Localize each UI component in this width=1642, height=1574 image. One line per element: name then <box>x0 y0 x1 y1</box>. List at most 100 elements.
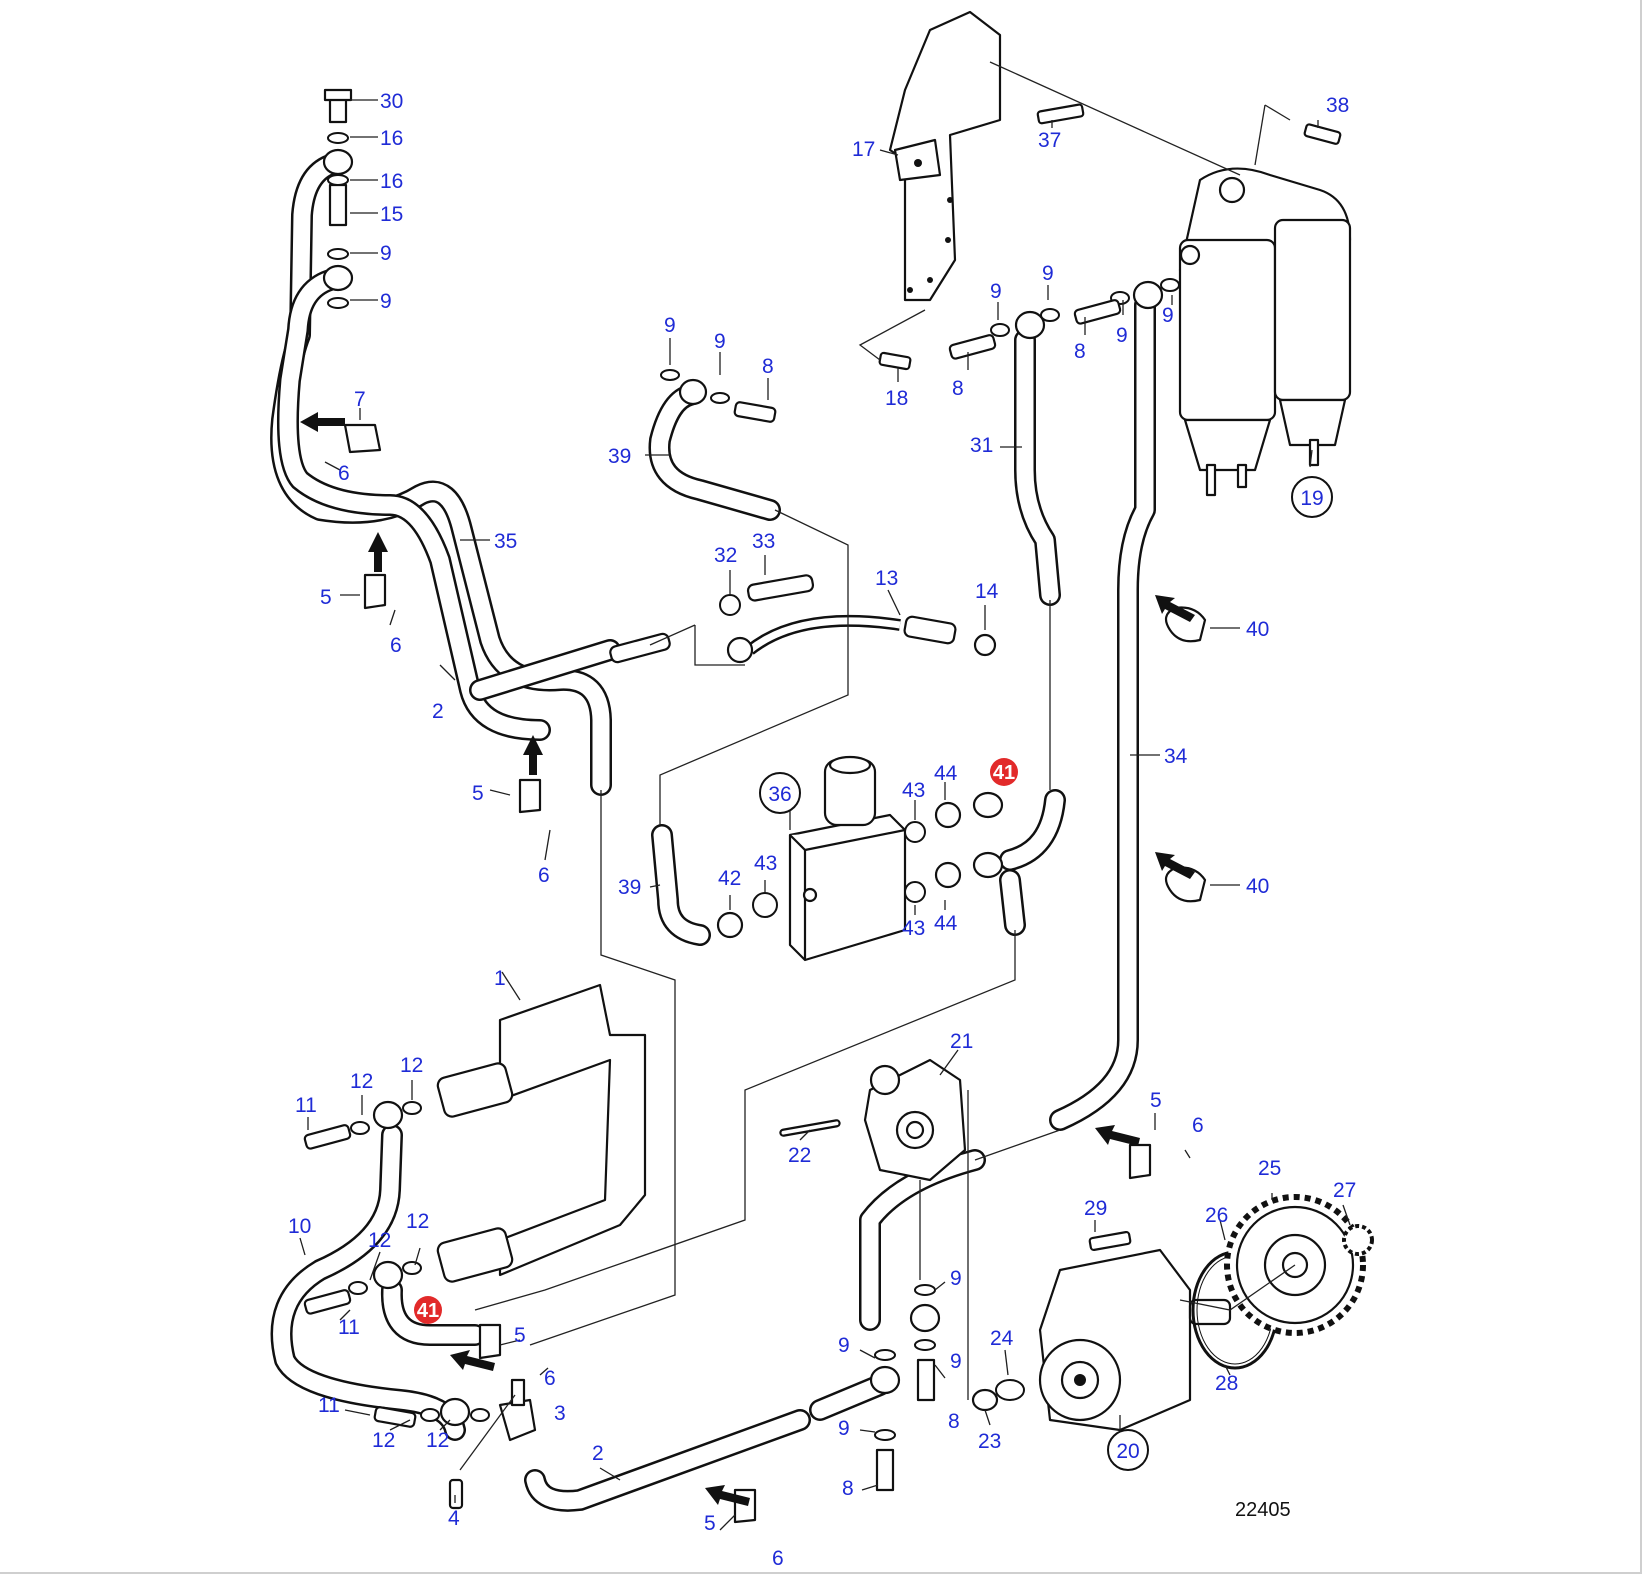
callout-12: 12 <box>400 1054 423 1077</box>
callout-9: 9 <box>380 242 392 265</box>
fittings <box>303 88 1342 1524</box>
callout-numbers: 30 16 16 15 9 9 7 6 35 5 6 2 5 6 9 9 8 3… <box>288 90 1356 1570</box>
callout-40: 40 <box>1246 618 1269 641</box>
callout-8: 8 <box>1074 340 1086 363</box>
svg-text:20: 20 <box>1116 1440 1139 1463</box>
callout-5: 5 <box>320 586 332 609</box>
callout-5: 5 <box>472 782 484 805</box>
svg-text:41: 41 <box>993 762 1015 784</box>
callout-24: 24 <box>990 1327 1014 1350</box>
callout-5: 5 <box>1150 1089 1162 1112</box>
callout-9: 9 <box>838 1417 850 1440</box>
callout-29: 29 <box>1084 1197 1107 1220</box>
callout-40: 40 <box>1246 875 1269 898</box>
callout-9: 9 <box>380 290 392 313</box>
callout-33: 33 <box>752 530 775 553</box>
svg-text:41: 41 <box>417 1300 439 1322</box>
callout-9: 9 <box>838 1334 850 1357</box>
callout-4: 4 <box>448 1507 460 1530</box>
callout-12: 12 <box>372 1429 395 1452</box>
callout-8: 8 <box>842 1477 854 1500</box>
callout-6: 6 <box>772 1547 784 1570</box>
callout-10: 10 <box>288 1215 311 1238</box>
callout-12: 12 <box>426 1429 449 1452</box>
callout-9: 9 <box>950 1267 962 1290</box>
callout-39: 39 <box>618 876 641 899</box>
callout-8: 8 <box>948 1410 960 1433</box>
callout-39: 39 <box>608 445 631 468</box>
callout-38: 38 <box>1326 94 1349 117</box>
callout-31: 31 <box>970 434 993 457</box>
callout-8: 8 <box>952 377 964 400</box>
callout-6: 6 <box>390 634 402 657</box>
callout-2: 2 <box>432 700 444 723</box>
callout-25: 25 <box>1258 1157 1281 1180</box>
callout-7: 7 <box>354 388 366 411</box>
callout-9: 9 <box>1162 304 1174 327</box>
callout-13: 13 <box>875 567 898 590</box>
badge-callout-41: 41 <box>990 758 1018 786</box>
callout-2: 2 <box>592 1442 604 1465</box>
callout-9: 9 <box>950 1350 962 1373</box>
callout-43: 43 <box>754 852 777 875</box>
callout-17: 17 <box>852 138 875 161</box>
callout-11: 11 <box>318 1394 340 1417</box>
pump-21 <box>863 1058 967 1182</box>
callout-12: 12 <box>368 1229 391 1252</box>
callout-42: 42 <box>718 867 741 890</box>
callout-6: 6 <box>1192 1114 1204 1137</box>
callout-1: 1 <box>494 967 506 990</box>
callout-12: 12 <box>406 1210 429 1233</box>
callout-8: 8 <box>762 355 774 378</box>
callout-27: 27 <box>1333 1179 1356 1202</box>
svg-text:19: 19 <box>1300 487 1323 510</box>
callout-35: 35 <box>494 530 517 553</box>
hose-35 <box>270 154 612 796</box>
callout-14: 14 <box>975 580 999 603</box>
callout-3: 3 <box>554 1402 566 1425</box>
callout-11: 11 <box>295 1094 317 1117</box>
callout-9: 9 <box>1116 324 1128 347</box>
callout-28: 28 <box>1215 1372 1238 1395</box>
callout-26: 26 <box>1205 1204 1228 1227</box>
direction-arrows <box>300 412 1195 1506</box>
nut-27 <box>1342 1224 1374 1256</box>
callout-16: 16 <box>380 170 403 193</box>
fuel-filter-19 <box>1178 167 1352 497</box>
callout-9: 9 <box>990 280 1002 303</box>
diagram-number: 22405 <box>1235 1499 1291 1521</box>
callout-43: 43 <box>902 917 925 940</box>
hoses <box>270 154 1156 1512</box>
callout-9: 9 <box>714 330 726 353</box>
circled-callout-36: 36 <box>759 772 801 814</box>
solenoid-valve-36 <box>788 755 907 962</box>
callout-44: 44 <box>934 912 958 935</box>
callout-11: 11 <box>338 1316 360 1339</box>
callout-16: 16 <box>380 127 403 150</box>
svg-text:36: 36 <box>768 783 791 806</box>
callout-5: 5 <box>704 1512 716 1535</box>
callout-34: 34 <box>1164 745 1188 768</box>
callout-9: 9 <box>1042 262 1054 285</box>
plate-1 <box>436 983 647 1283</box>
badge-callout-41: 41 <box>414 1296 442 1324</box>
badge-callouts: 41 41 <box>414 758 1018 1324</box>
bracket-17 <box>888 10 1002 302</box>
pump-20 <box>1038 1248 1232 1432</box>
callout-6: 6 <box>544 1367 556 1390</box>
callout-43: 43 <box>902 779 925 802</box>
callout-37: 37 <box>1038 129 1061 152</box>
circled-callout-20: 20 <box>1107 1429 1149 1471</box>
callout-22: 22 <box>788 1144 811 1167</box>
callout-30: 30 <box>380 90 403 113</box>
callout-12: 12 <box>350 1070 373 1093</box>
callout-5: 5 <box>514 1324 526 1347</box>
leader-lines <box>299 99 1351 1531</box>
callout-21: 21 <box>950 1030 973 1053</box>
callout-32: 32 <box>714 544 737 567</box>
circled-callouts: 19 36 20 <box>759 476 1333 1471</box>
callout-6: 6 <box>338 462 350 485</box>
callout-9: 9 <box>664 314 676 337</box>
